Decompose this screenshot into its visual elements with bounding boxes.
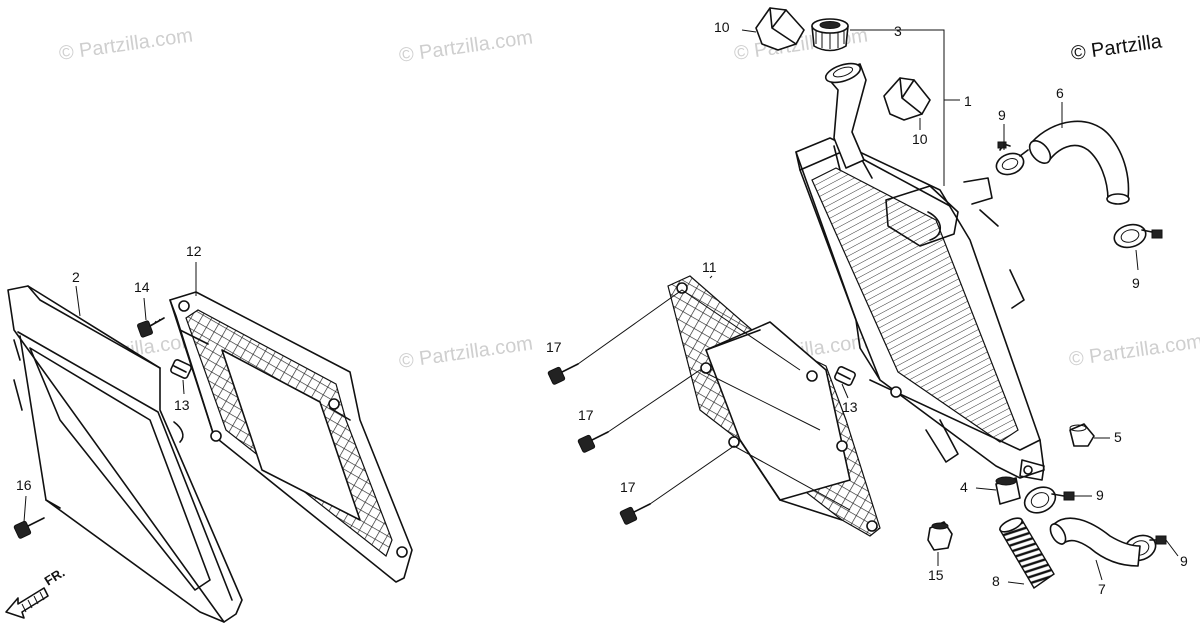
part-bolt-14 [137,317,165,338]
callout-17-bottom: 17 [620,479,636,495]
callout-9-bottom: 9 [1180,553,1188,569]
part-bolt-16 [13,517,45,539]
callout-13-left: 13 [174,397,190,413]
part-rubber-mount-10-top [755,7,805,51]
callout-6: 6 [1056,85,1064,101]
copyright-notice: © Partzilla [1070,30,1164,65]
callout-2: 2 [72,269,80,285]
part-left-grille [169,291,413,583]
part-radiator [795,137,1045,481]
front-direction-arrow: FR. [5,565,68,619]
part-clip-nut-13-right [834,366,856,386]
part-hose-clamp-9-b [1113,223,1163,249]
watermark: © Partzilla.com [398,332,535,373]
callout-3: 3 [894,23,902,39]
part-hose-clamp-9-a [995,141,1029,176]
callout-8: 8 [992,573,1000,589]
part-radiator-cap [811,18,849,52]
watermark: © Partzilla.com [1068,330,1200,371]
callout-12: 12 [186,243,202,259]
watermark: © Partzilla.com [398,26,535,67]
part-center-grille [667,275,881,537]
front-label: FR. [42,565,68,589]
part-hose-clamp-9-c [1023,486,1075,514]
part-shroud [7,285,243,623]
callout-10-side: 10 [912,131,928,147]
part-bolt-17-top [547,363,579,385]
part-spring-hose-8 [999,517,1055,590]
callout-9-top: 9 [998,107,1006,123]
part-cap-5 [1069,423,1095,447]
watermark: © Partzilla.com [58,24,195,65]
callout-1: 1 [964,93,972,109]
part-bolt-17-middle [577,431,609,453]
callout-10-top: 10 [714,19,730,35]
part-filler-neck [824,62,867,169]
callout-11: 11 [702,259,717,275]
callout-5: 5 [1114,429,1122,445]
callout-9-right: 9 [1132,275,1140,291]
part-clip-nut-13-left [170,359,192,379]
callout-16: 16 [16,477,32,493]
part-nut-15 [927,521,953,551]
part-lower-hose-7 [1049,517,1141,567]
callout-9-lower: 9 [1096,487,1104,503]
callout-17-middle: 17 [578,407,594,423]
callout-7: 7 [1098,581,1106,597]
part-upper-hose [1028,120,1130,205]
callout-labels: 1 2 3 4 5 6 7 8 9 9 9 9 10 10 11 12 13 1… [16,19,1188,597]
part-collar-4 [995,476,1021,505]
callout-13-right: 13 [842,399,858,415]
callout-17-top: 17 [546,339,562,355]
callout-15: 15 [928,567,944,583]
callout-14: 14 [134,279,150,295]
leader-lines [23,29,1179,585]
part-bolt-17-bottom [619,503,651,525]
part-rubber-mount-10-side [883,77,931,121]
callout-4: 4 [960,479,968,495]
